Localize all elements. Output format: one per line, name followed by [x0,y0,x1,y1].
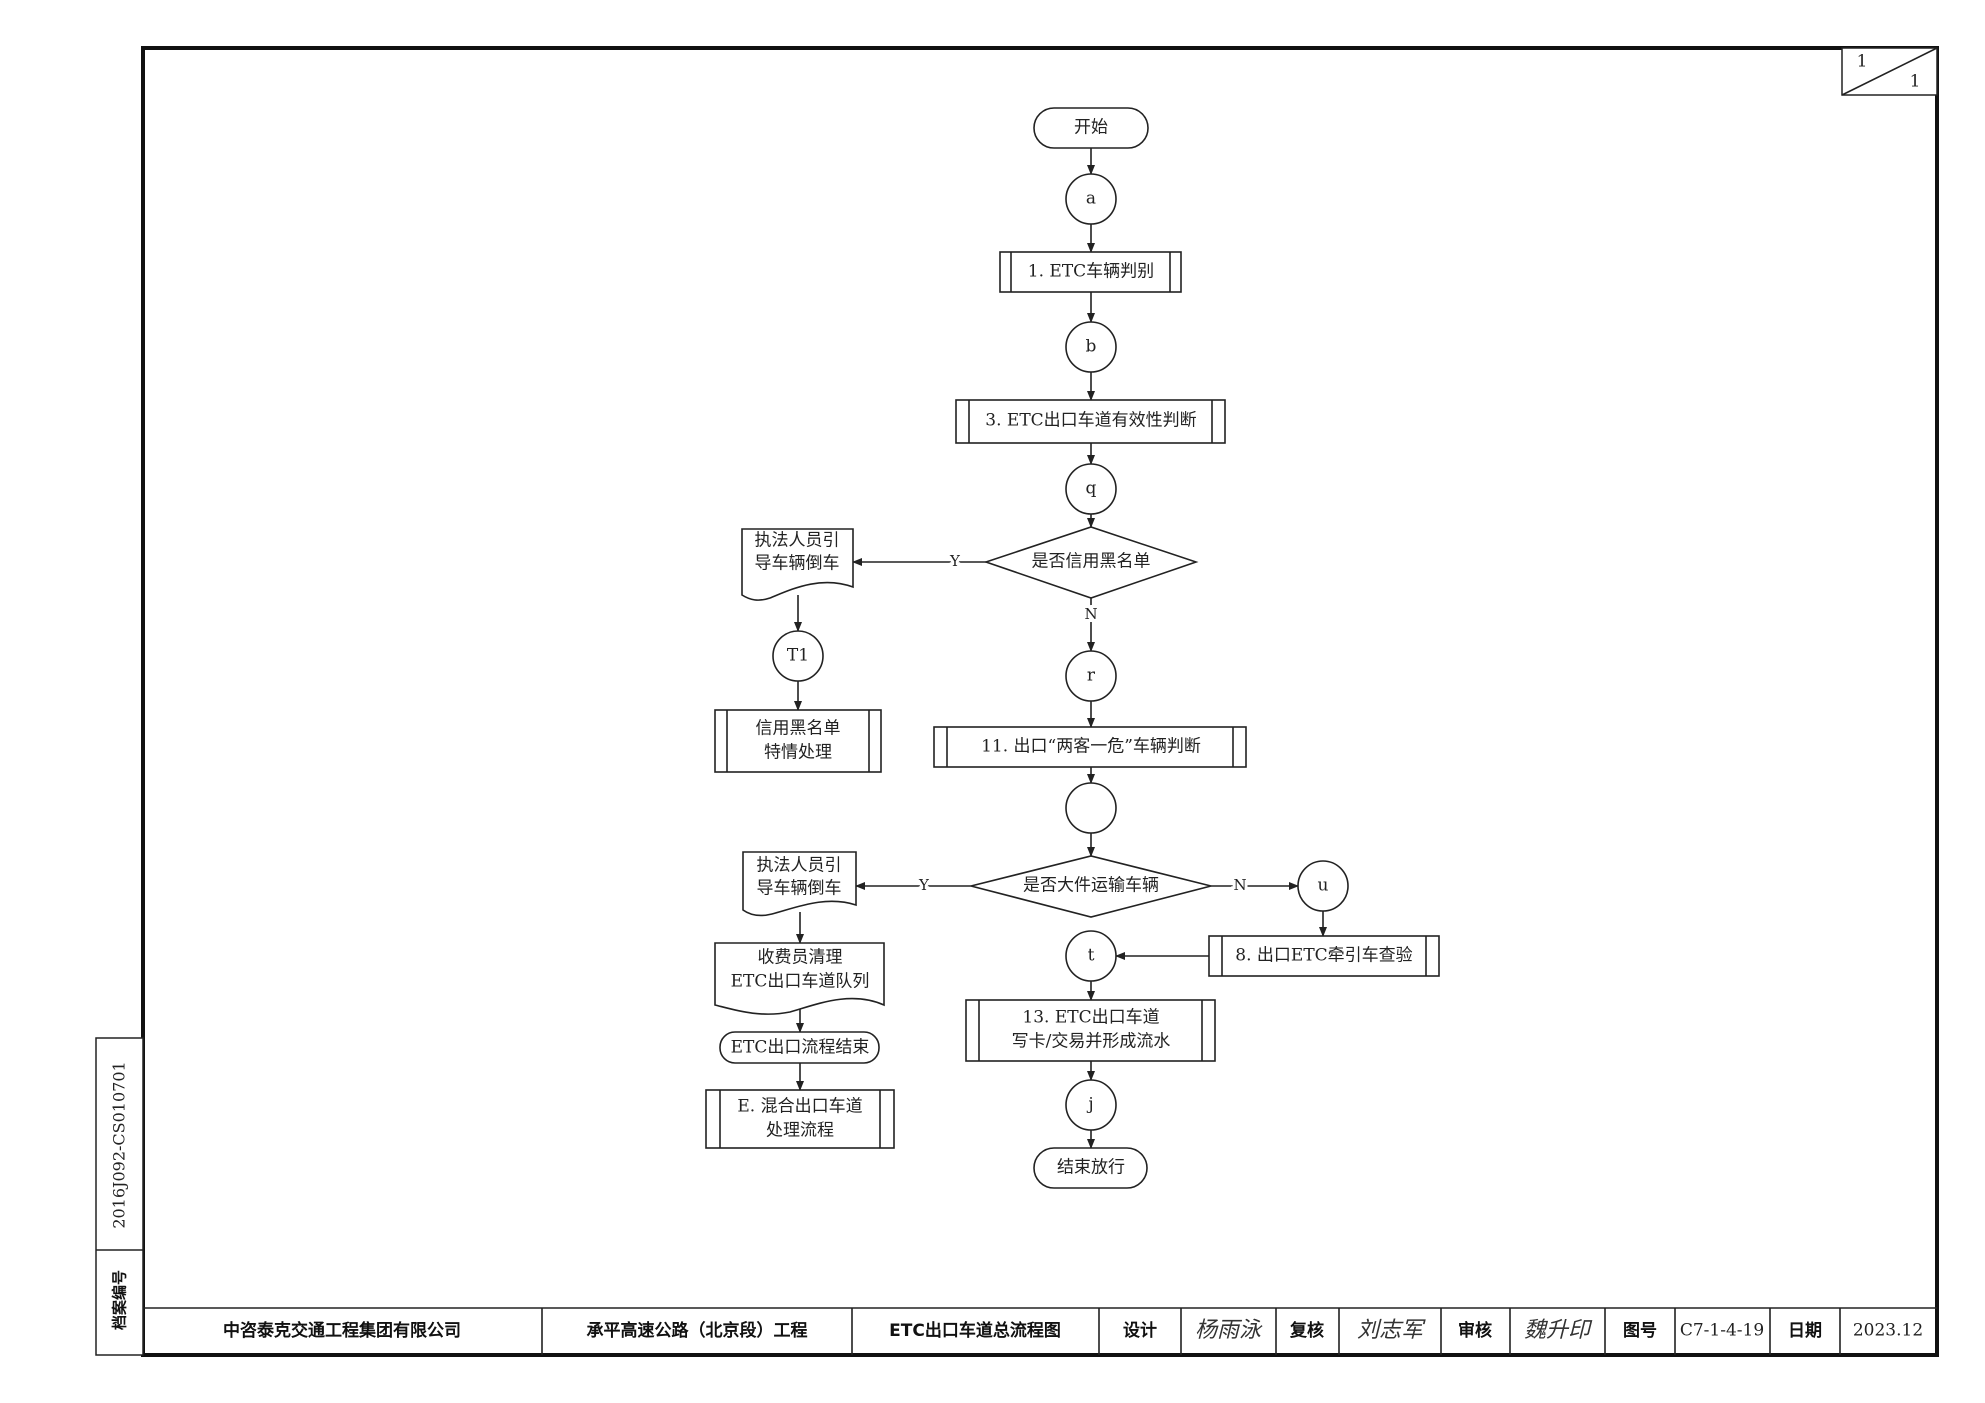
no-label-2: N [1233,876,1246,894]
mixed-lane-line1: E. 混合出口车道 [737,1097,862,1117]
no-label-1: N [1084,605,1097,623]
step8-label: 8. 出口ETC牵引车查验 [1235,946,1412,966]
drawing-no-label: 图号 [1623,1321,1657,1341]
guide-reverse-2-line2: 导车辆倒车 [757,879,842,899]
connector-b: b [1065,321,1117,373]
connector-a-label: a [1086,189,1096,209]
start-label: 开始 [1074,118,1108,138]
step3-label: 3. ETC出口车道有效性判断 [985,411,1196,431]
etc-end-label: ETC出口流程结束 [731,1038,870,1058]
connector-j-label: j [1086,1095,1093,1115]
yes-label-1: Y [949,552,961,570]
end-terminal: 结束放行 [1033,1147,1148,1189]
title-block: 中咨泰克交通工程集团有限公司 承平高速公路（北京段）工程 ETC出口车道总流程图… [223,1308,1923,1355]
page-current: 1 [1857,52,1868,72]
step13-line1: 13. ETC出口车道 [1022,1008,1159,1028]
mixed-lane-line2: 处理流程 [766,1121,834,1141]
connector-t-label: t [1088,946,1095,966]
document-guide-reverse-2: 执法人员引 导车辆倒车 [742,851,857,917]
drawing-frame [141,46,1939,1357]
step13-line2: 写卡/交易并形成流水 [1012,1032,1171,1052]
decision-oversize: 是否大件运输车辆 [970,855,1212,918]
project-name: 承平高速公路（北京段）工程 [587,1320,808,1341]
approve-label: 审核 [1458,1320,1492,1341]
process-blacklist-handling: 信用黑名单 特情处理 [714,709,882,773]
date-value: 2023.12 [1853,1321,1923,1341]
connector-r-label: r [1087,666,1096,686]
connector-t1: T1 [772,630,824,682]
connector-unlabeled [1065,782,1117,834]
process-step-3: 3. ETC出口车道有效性判断 [955,399,1226,444]
clear-queue-line2: ETC出口车道队列 [731,972,870,992]
step1-label: 1. ETC车辆判别 [1028,262,1154,282]
connector-a: a [1065,173,1117,225]
end-label: 结束放行 [1057,1158,1125,1178]
guide-reverse-1-line1: 执法人员引 [755,531,840,551]
page-indicator: 1 1 [1841,47,1938,96]
connector-t: t [1065,930,1117,982]
review-label: 复核 [1289,1320,1324,1341]
decision-blacklist: 是否信用黑名单 [983,526,1199,599]
blacklist-line2: 特情处理 [764,743,832,763]
archive-label: 档案编号 [111,1270,129,1330]
process-step-13: 13. ETC出口车道 写卡/交易并形成流水 [965,999,1216,1062]
archive-strip: 2016J092-CS010701 档案编号 [95,1037,144,1356]
clear-queue-line1: 收费员清理 [758,948,843,968]
start-terminal: 开始 [1033,107,1149,149]
document-guide-reverse-1: 执法人员引 导车辆倒车 [741,528,854,601]
company-name: 中咨泰克交通工程集团有限公司 [223,1320,461,1341]
connector-b-label: b [1086,337,1097,357]
design-label: 设计 [1123,1320,1157,1341]
guide-reverse-1-line2: 导车辆倒车 [755,554,840,574]
guide-reverse-2-line1: 执法人员引 [757,856,842,876]
connector-j: j [1065,1079,1117,1131]
terminal-etc-end: ETC出口流程结束 [719,1031,880,1064]
step11-label: 11. 出口“两客一危”车辆判断 [981,737,1201,757]
connector-t1-label: T1 [787,646,809,666]
approve-signature: 魏升印 [1524,1318,1593,1343]
document-clear-queue: 收费员清理 ETC出口车道队列 [714,942,885,1015]
yes-label-2: Y [918,876,930,894]
process-step-8: 8. 出口ETC牵引车查验 [1208,935,1440,977]
connector-r: r [1065,650,1117,702]
connectors [794,148,1327,1149]
decision-blacklist-label: 是否信用黑名单 [1032,552,1151,572]
page-total: 1 [1910,72,1921,92]
decision-oversize-label: 是否大件运输车辆 [1023,876,1159,896]
archive-number: 2016J092-CS010701 [110,1061,129,1228]
process-mixed-lane: E. 混合出口车道 处理流程 [705,1089,895,1149]
date-label: 日期 [1788,1321,1822,1341]
connector-q: q [1065,463,1117,515]
process-step-1: 1. ETC车辆判别 [999,251,1182,293]
review-signature: 刘志军 [1357,1318,1426,1343]
connector-u-label: u [1318,876,1329,896]
blacklist-line1: 信用黑名单 [756,719,841,739]
drawing-title: ETC出口车道总流程图 [889,1320,1061,1341]
connector-u: u [1297,860,1349,912]
drawing-no: C7-1-4-19 [1680,1321,1764,1341]
process-step-11: 11. 出口“两客一危”车辆判断 [933,726,1247,768]
connector-q-label: q [1086,479,1097,499]
design-signature: 杨雨泳 [1195,1318,1263,1343]
